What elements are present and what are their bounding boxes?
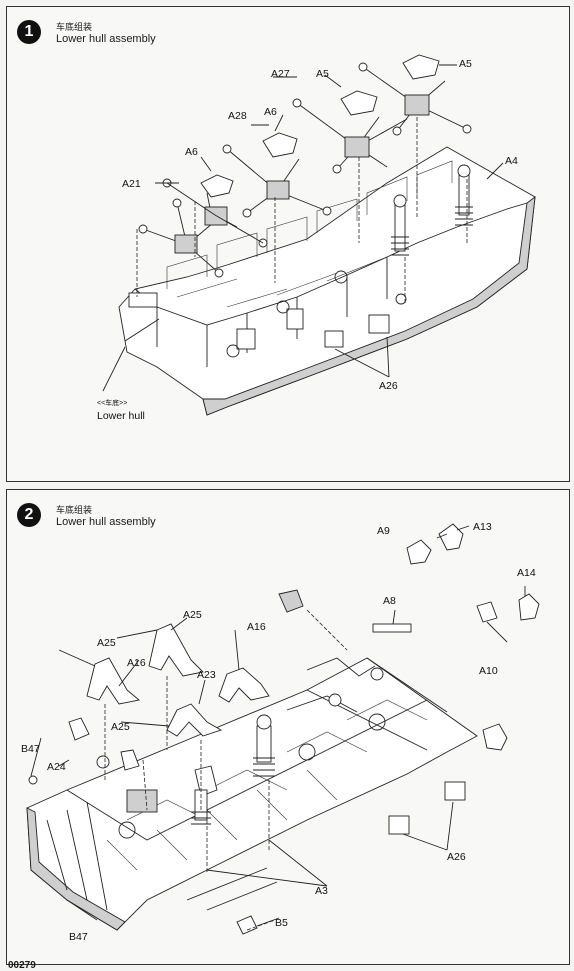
lower-hull-label: Lower hull — [97, 410, 145, 422]
callout-a28: A28 — [228, 110, 247, 122]
callout-a13: A13 — [473, 521, 492, 533]
callout-b5: B5 — [275, 917, 288, 929]
callout-a14: A14 — [517, 567, 536, 579]
part-a26-boxes — [324, 314, 390, 348]
callout-a4: A4 — [505, 155, 518, 167]
callout-a24: A24 — [47, 761, 66, 773]
step-2-title-en: Lower hull assembly — [56, 516, 156, 528]
step-2-panel: 2 车底组装 Lower hull assembly — [6, 489, 570, 965]
shock-absorber-a4 — [391, 164, 473, 256]
suspension-arm-a5 — [358, 54, 472, 136]
callout-a9: A9 — [377, 525, 390, 537]
leader-lines — [136, 64, 504, 378]
leader-lines — [30, 525, 526, 931]
callout-a6-left: A6 — [185, 146, 198, 158]
step-2-number: 2 — [17, 503, 41, 527]
callout-a23: A23 — [197, 669, 216, 681]
callout-a25-left: A25 — [97, 637, 116, 649]
callout-a3: A3 — [315, 885, 328, 897]
step-2-title-cn: 车底组装 — [56, 505, 93, 515]
callout-a26: A26 — [379, 380, 398, 392]
callout-a5-left: A5 — [316, 68, 329, 80]
callout-a25-mid: A25 — [111, 721, 130, 733]
suspension-arm-a28 — [222, 132, 332, 218]
suspension-parts — [28, 523, 540, 935]
lower-hull-drawing — [102, 146, 536, 416]
lower-hull-note-cn: <<车底>> — [97, 398, 127, 407]
callout-a8: A8 — [383, 595, 396, 607]
callout-a5-right: A5 — [459, 58, 472, 70]
hull-body-drawing — [26, 657, 478, 931]
step-2-diagram: A9 A13 A8 A14 A10 A25 A25 A16 A16 A25 A2… — [21, 521, 540, 943]
step-1-diagram: A21 A6 A28 A6 A27 A5 A5 A4 A26 <<车底>> Lo… — [97, 54, 536, 422]
callout-a25-top: A25 — [183, 609, 202, 621]
step-1-panel: 1 车底组装 Lower hull assembly — [6, 6, 570, 482]
step-1-title-en: Lower hull assembly — [56, 33, 156, 45]
callout-a10: A10 — [479, 665, 498, 677]
callout-a21: A21 — [122, 178, 141, 190]
step-1-number: 1 — [17, 20, 41, 44]
callout-a16-left: A16 — [127, 657, 146, 669]
step-1-title-cn: 车底组装 — [56, 22, 93, 32]
callout-a6: A6 — [264, 106, 277, 118]
callout-a26: A26 — [447, 851, 466, 863]
suspension-arm-a27 — [292, 90, 408, 174]
callout-b47-top: B47 — [21, 743, 40, 755]
callout-a16-right: A16 — [247, 621, 266, 633]
page-footer-code: 00279 — [8, 960, 36, 971]
suspension-arm-a21 — [138, 174, 268, 278]
callout-b47-bottom: B47 — [69, 931, 88, 943]
callout-a27: A27 — [271, 68, 290, 80]
